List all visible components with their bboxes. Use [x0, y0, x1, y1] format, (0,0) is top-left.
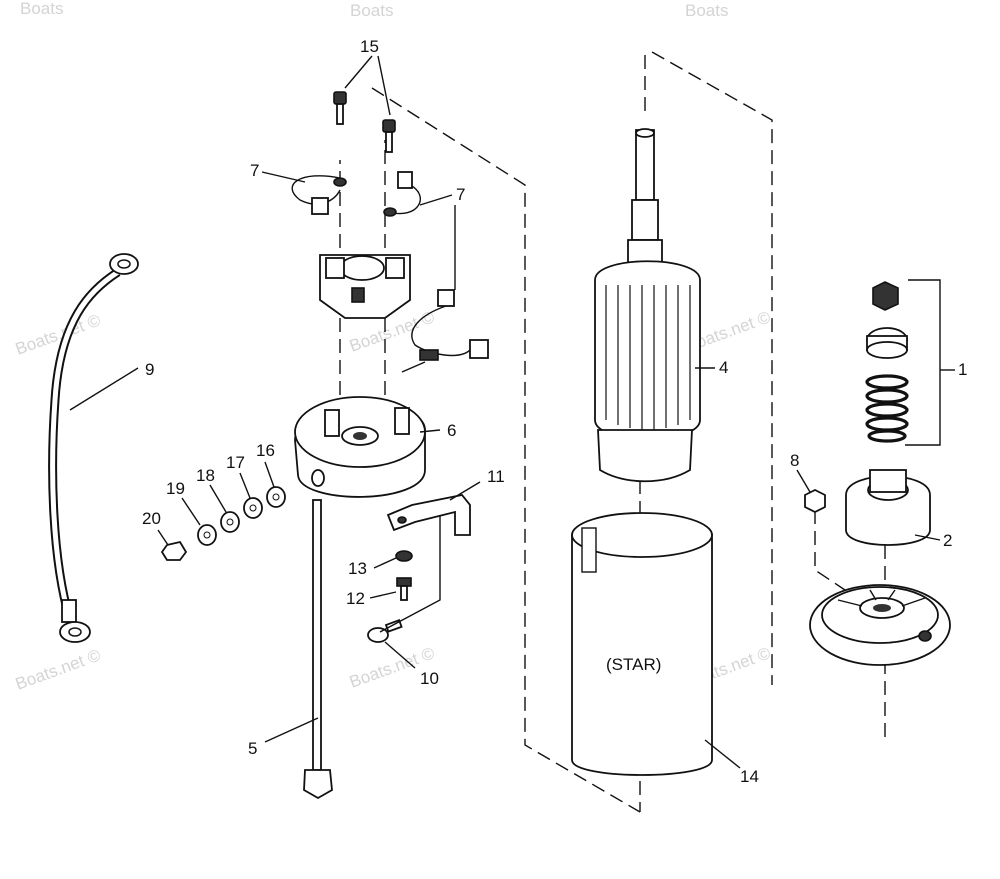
callout-7-right: 7: [456, 185, 465, 204]
callout-2: 2: [943, 531, 952, 550]
callout-7-left: 7: [250, 161, 259, 180]
small-fasteners: [367, 550, 413, 643]
callout-10: 10: [420, 669, 439, 688]
drive-pinion: [845, 469, 931, 546]
callout-11: 11: [487, 467, 505, 486]
callout-17: 17: [226, 453, 245, 472]
callout-19: 19: [166, 479, 185, 498]
screws: [333, 91, 396, 153]
nut-8: [804, 488, 826, 514]
leader-lines: [69, 55, 955, 769]
field-housing: [571, 512, 713, 776]
callout-20: 20: [142, 509, 161, 528]
armature: [594, 128, 701, 483]
end-cap: [294, 396, 426, 498]
callout-6: 6: [447, 421, 456, 440]
drive-end-head: [809, 584, 951, 666]
callout-4: 4: [719, 358, 728, 377]
callout-18: 18: [196, 466, 215, 485]
washer-stack: [160, 486, 286, 561]
callout-5: 5: [248, 739, 257, 758]
drive-spring-assembly: [865, 281, 909, 443]
through-bolt: [303, 499, 333, 800]
brush-holder: [319, 254, 411, 319]
housing-label: (STAR): [606, 655, 661, 674]
callout-8: 8: [790, 451, 799, 470]
callout-13: 13: [348, 559, 367, 578]
watermark-top-right: Boats: [685, 1, 728, 20]
brush-springs: [291, 171, 421, 217]
watermark-top-left: Boats: [20, 0, 63, 18]
battery-cable: [48, 253, 139, 643]
callout-9: 9: [145, 360, 154, 379]
callout-1: 1: [958, 360, 967, 379]
watermark-top-mid: Boats: [350, 1, 393, 20]
watermark-bottom-left: Boats.net ©: [13, 645, 104, 693]
mounting-bracket: [386, 494, 471, 536]
callout-14: 14: [740, 767, 759, 786]
callout-12: 12: [346, 589, 365, 608]
brush-lead: [401, 289, 489, 373]
callout-labels: 15 7 7 9 6 4 1 8 2 11 13 12 10 5 14 16 1…: [142, 37, 967, 786]
callout-16: 16: [256, 441, 275, 460]
callout-15: 15: [360, 37, 379, 56]
